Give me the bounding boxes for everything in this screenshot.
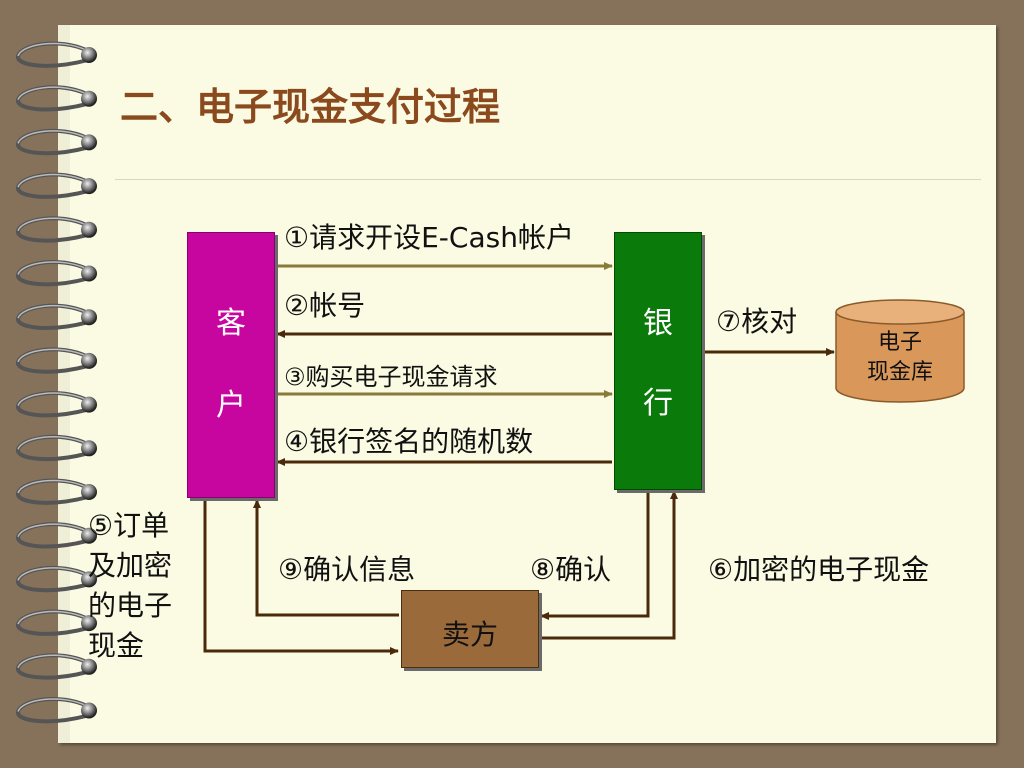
step-9-label: ⑨确认信息 — [278, 553, 416, 586]
binding-ring — [16, 609, 97, 636]
binding-ring — [16, 347, 97, 374]
binding-ring — [16, 653, 97, 680]
spiral-binding — [16, 41, 97, 724]
cash-store-label-1: 电子 — [877, 330, 922, 355]
binding-ring — [16, 522, 97, 549]
step-8-label: ⑧确认 — [530, 553, 612, 586]
seller-label: 卖方 — [441, 618, 498, 651]
customer-label-1: 客 — [216, 306, 246, 341]
binding-ring — [16, 434, 97, 462]
cash-store-cylinder — [835, 299, 965, 403]
bank-label-1: 银 — [643, 306, 673, 341]
step-6-label: ⑥加密的电子现金 — [708, 553, 930, 586]
step-7-label: ⑦核对 — [716, 305, 798, 338]
step-1-label: ①请求开设E-Cash帐户 — [284, 221, 574, 254]
bank-box: 银 行 — [614, 232, 702, 490]
cash-store-label-2: 现金库 — [866, 360, 933, 385]
binding-ring — [16, 391, 97, 418]
cash-store-label: 电子 现金库 — [836, 328, 964, 388]
step-5-label: ⑤订单及加密的电子现金 — [88, 509, 173, 662]
binding-ring — [16, 697, 97, 724]
arrow-confirm-info — [253, 499, 399, 617]
binding-ring — [16, 478, 97, 505]
binding-ring — [16, 85, 97, 112]
bank-label-2: 行 — [643, 386, 673, 421]
step-2-label: ②帐号 — [284, 289, 366, 322]
seller-box: 卖方 — [401, 590, 539, 668]
binding-ring — [16, 303, 97, 330]
page-margin — [58, 25, 70, 743]
title-divider — [115, 179, 981, 180]
binding-ring — [16, 565, 97, 593]
binding-ring — [16, 128, 97, 156]
arrow-encrypted-cash — [539, 490, 678, 640]
customer-box: 客 户 — [187, 232, 275, 498]
step-3-label: ③购买电子现金请求 — [284, 363, 498, 391]
page-title: 二、电子现金支付过程 — [120, 85, 501, 129]
arrow-confirm — [540, 490, 650, 620]
arrow-order-encrypted-cash — [203, 498, 399, 655]
binding-ring — [16, 172, 97, 199]
binding-ring — [16, 41, 97, 68]
binding-ring — [16, 216, 97, 243]
step-4-label: ④银行签名的随机数 — [284, 425, 534, 458]
binding-ring — [16, 260, 97, 287]
customer-label-2: 户 — [216, 388, 246, 423]
